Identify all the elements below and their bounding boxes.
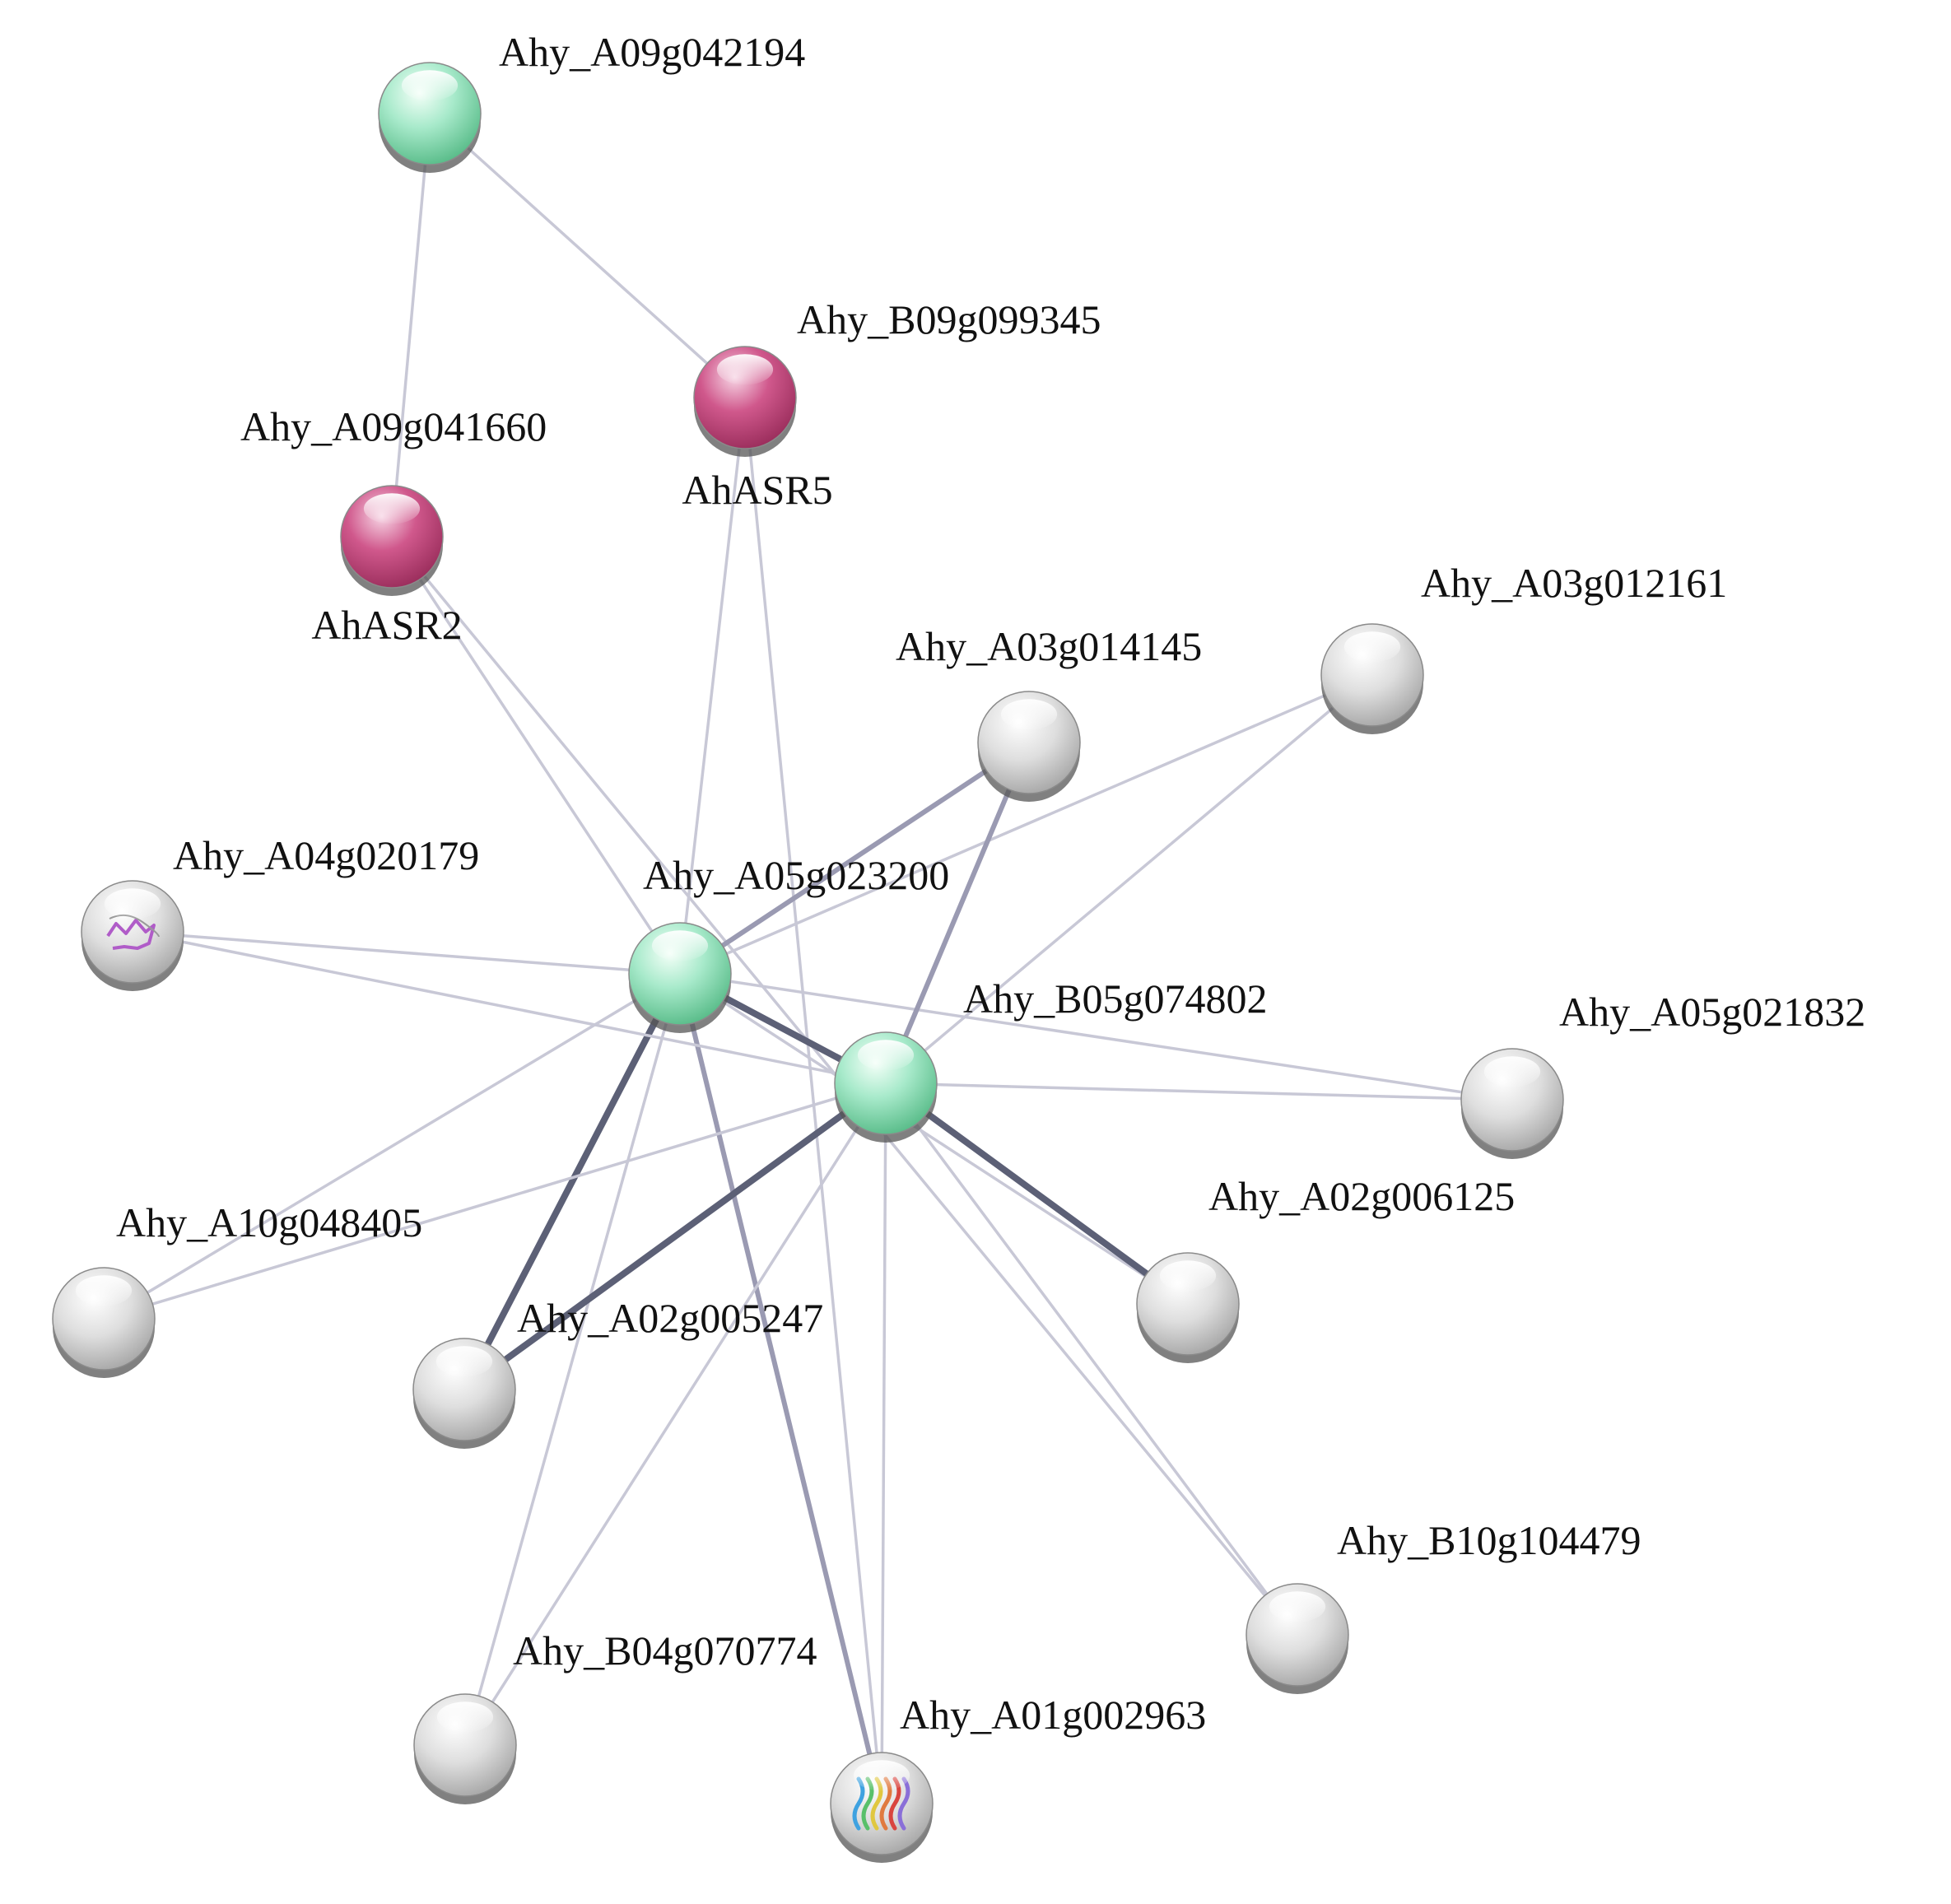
node-A01g002963[interactable]: Ahy_A01g002963 — [830, 1692, 1206, 1863]
node-A02g006125[interactable]: Ahy_A02g006125 — [1136, 1173, 1515, 1363]
edge-A05g023200-B04g070774 — [463, 972, 682, 1747]
edge-B05g074802-A04g020179 — [131, 930, 887, 1085]
node-highlight — [1000, 699, 1058, 730]
edge-A05g023200-A03g012161 — [678, 673, 1374, 975]
node-label: Ahy_B04g070774 — [513, 1627, 817, 1674]
node-label: Ahy_A03g012161 — [1421, 560, 1727, 606]
node-label: Ahy_B09g099345 — [797, 296, 1101, 342]
node-highlight — [75, 1275, 133, 1306]
node-highlight — [401, 70, 459, 101]
node-alias-label: AhASR5 — [682, 467, 832, 513]
node-highlight — [363, 493, 421, 524]
nodes-layer: Ahy_A09g042194Ahy_B09g099345AhASR5Ahy_A0… — [52, 29, 1865, 1863]
edges-layer — [102, 112, 1514, 1806]
edge-A05g023200-A02g006125 — [678, 972, 1190, 1306]
edge-A05g023200-A04g020179 — [131, 930, 682, 975]
node-highlight — [104, 888, 161, 919]
node-A04g020179[interactable]: Ahy_A04g020179 — [81, 832, 479, 991]
node-highlight — [435, 1346, 493, 1377]
edge-A05g023200-A05g021832 — [678, 972, 1514, 1101]
edge-B05g074802-A01g002963 — [880, 1082, 887, 1805]
node-label: Ahy_A03g014145 — [896, 623, 1202, 669]
node-label: Ahy_A01g002963 — [900, 1692, 1206, 1738]
node-label: Ahy_A10g048405 — [116, 1199, 422, 1245]
node-A05g021832[interactable]: Ahy_A05g021832 — [1460, 989, 1865, 1159]
edge-B05g074802-A03g014145 — [883, 740, 1031, 1086]
node-label: Ahy_A09g042194 — [499, 29, 805, 75]
node-highlight — [1483, 1056, 1541, 1087]
node-highlight — [651, 930, 709, 961]
node-label: Ahy_A05g021832 — [1559, 989, 1865, 1035]
edge-B05g074802-A02g006125 — [882, 1080, 1191, 1307]
edge-A05g023200-A01g002963 — [677, 971, 884, 1806]
node-A05g023200[interactable]: Ahy_A05g023200 — [628, 852, 949, 1033]
edge-A05g023200-A03g014145 — [677, 740, 1031, 976]
edge-A05g023200-A02g005247 — [461, 971, 683, 1393]
node-label: Ahy_A09g041660 — [240, 403, 547, 449]
edge-B05g074802-B04g070774 — [463, 1082, 887, 1747]
node-label: Ahy_B10g104479 — [1337, 1517, 1641, 1563]
edge-B05g074802-A03g012161 — [884, 673, 1374, 1085]
node-highlight — [1159, 1260, 1217, 1292]
node-highlight — [1343, 631, 1401, 663]
node-highlight — [857, 1040, 915, 1071]
edge-A09g042194-A09g041660 — [390, 112, 431, 538]
node-A09g042194[interactable]: Ahy_A09g042194 — [378, 29, 805, 173]
edge-B09g099345-A01g002963 — [743, 396, 883, 1805]
edge-B09g099345-A05g023200 — [678, 396, 747, 975]
node-label: Ahy_A02g005247 — [517, 1295, 823, 1341]
node-A03g014145[interactable]: Ahy_A03g014145 — [896, 623, 1202, 802]
edge-B05g074802-A02g005247 — [461, 1080, 889, 1393]
edge-A09g041660-A05g023200 — [390, 535, 682, 975]
edge-A09g042194-B09g099345 — [428, 112, 747, 399]
edge-A05g023200-A10g048405 — [102, 972, 682, 1320]
node-A02g005247[interactable]: Ahy_A02g005247 — [412, 1295, 823, 1449]
node-alias-label: AhASR2 — [311, 602, 462, 648]
edge-B05g074802-B10g104479 — [884, 1082, 1299, 1636]
edge-B05g074802-A05g021832 — [884, 1082, 1514, 1101]
node-B10g104479[interactable]: Ahy_B10g104479 — [1246, 1517, 1641, 1694]
edge-B05g074802-A10g048405 — [102, 1082, 887, 1320]
node-label: Ahy_A04g020179 — [173, 832, 479, 878]
node-label: Ahy_A05g023200 — [643, 852, 949, 898]
node-highlight — [436, 1701, 494, 1733]
node-highlight — [1269, 1591, 1326, 1622]
node-highlight — [716, 354, 774, 385]
node-label: Ahy_B05g074802 — [963, 975, 1267, 1022]
node-A03g012161[interactable]: Ahy_A03g012161 — [1320, 560, 1727, 734]
node-B05g074802[interactable]: Ahy_B05g074802 — [834, 975, 1267, 1143]
node-A10g048405[interactable]: Ahy_A10g048405 — [52, 1199, 422, 1378]
node-highlight — [853, 1760, 910, 1791]
node-B04g070774[interactable]: Ahy_B04g070774 — [413, 1627, 817, 1804]
node-label: Ahy_A02g006125 — [1208, 1173, 1515, 1219]
